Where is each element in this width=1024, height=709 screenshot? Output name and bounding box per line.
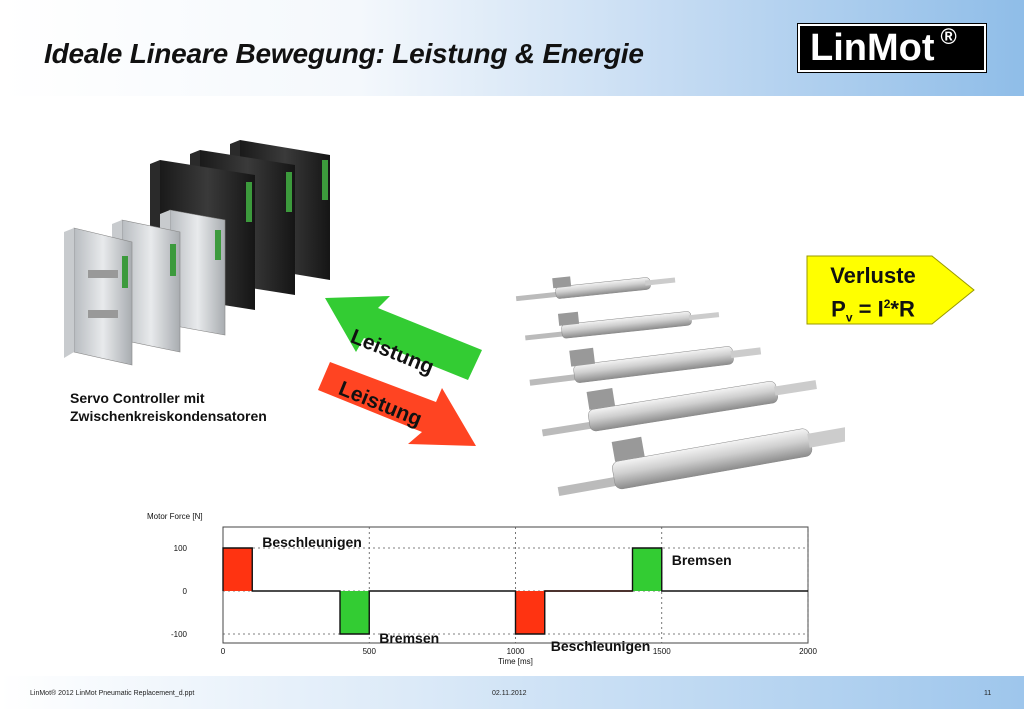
x-axis-label: Time [ms] xyxy=(498,657,533,666)
x-tick-label: 500 xyxy=(363,647,377,656)
formula-sup-2: 2 xyxy=(883,297,891,311)
caption-line-1: Servo Controller mit xyxy=(70,390,205,406)
phase-bar xyxy=(632,548,662,591)
motor-4 xyxy=(541,380,817,437)
x-tick-label: 1000 xyxy=(507,647,525,656)
linear-motors-image xyxy=(515,276,845,496)
slide-title: Ideale Lineare Bewegung: Leistung & Ener… xyxy=(44,38,644,69)
linmot-logo: LinMot® xyxy=(797,23,987,73)
logo-text: LinMot xyxy=(810,27,935,69)
x-tick-label: 1500 xyxy=(653,647,671,656)
chart-title: Motor Force [N] xyxy=(147,512,203,521)
phase-label: Beschleunigen xyxy=(262,534,362,550)
x-tick-label: 0 xyxy=(221,647,226,656)
slide-footer: LinMot® 2012 LinMot Pneumatic Replacemen… xyxy=(0,676,1024,709)
caption-line-2: Zwischenkreiskondensatoren xyxy=(70,408,267,424)
silver-controller-3 xyxy=(64,227,133,366)
phase-label: Bremsen xyxy=(379,630,440,646)
motor-2 xyxy=(525,311,720,341)
formula-r: *R xyxy=(890,296,915,322)
registered-mark: ® xyxy=(940,24,957,49)
losses-formula: Pv = I2*R xyxy=(808,290,938,332)
footer-page-number: 11 xyxy=(984,690,992,697)
losses-text: Verluste Pv = I2*R xyxy=(808,262,938,332)
losses-line-1: Verluste xyxy=(830,263,916,288)
x-tick-label: 2000 xyxy=(799,647,817,656)
motor-1 xyxy=(515,276,676,302)
formula-eq-i: = I xyxy=(852,296,884,322)
phase-label: Beschleunigen xyxy=(550,638,651,654)
formula-sub-v: v xyxy=(845,310,853,325)
y-tick-label: 0 xyxy=(183,587,188,596)
phase-bar xyxy=(223,548,253,591)
phase-bar xyxy=(340,591,370,634)
controller-caption: Servo Controller mit Zwischenkreiskonden… xyxy=(70,389,330,425)
losses-callout xyxy=(806,255,975,325)
green-power-arrow xyxy=(325,296,482,380)
motor-5 xyxy=(557,426,845,496)
phase-bar xyxy=(515,591,545,634)
force-line xyxy=(222,547,808,635)
red-power-arrow xyxy=(318,362,476,446)
y-tick-label: -100 xyxy=(171,630,188,639)
phase-label: Bremsen xyxy=(671,552,732,568)
footer-left-text: LinMot® 2012 LinMot Pneumatic Replacemen… xyxy=(30,690,195,697)
slide-header: Ideale Lineare Bewegung: Leistung & Ener… xyxy=(0,0,1024,96)
servo-controllers-image xyxy=(64,140,330,366)
y-tick-label: 100 xyxy=(174,544,188,553)
formula-p: P xyxy=(831,296,846,322)
footer-date: 02.11.2012 xyxy=(492,690,527,697)
motor-3 xyxy=(529,346,762,386)
